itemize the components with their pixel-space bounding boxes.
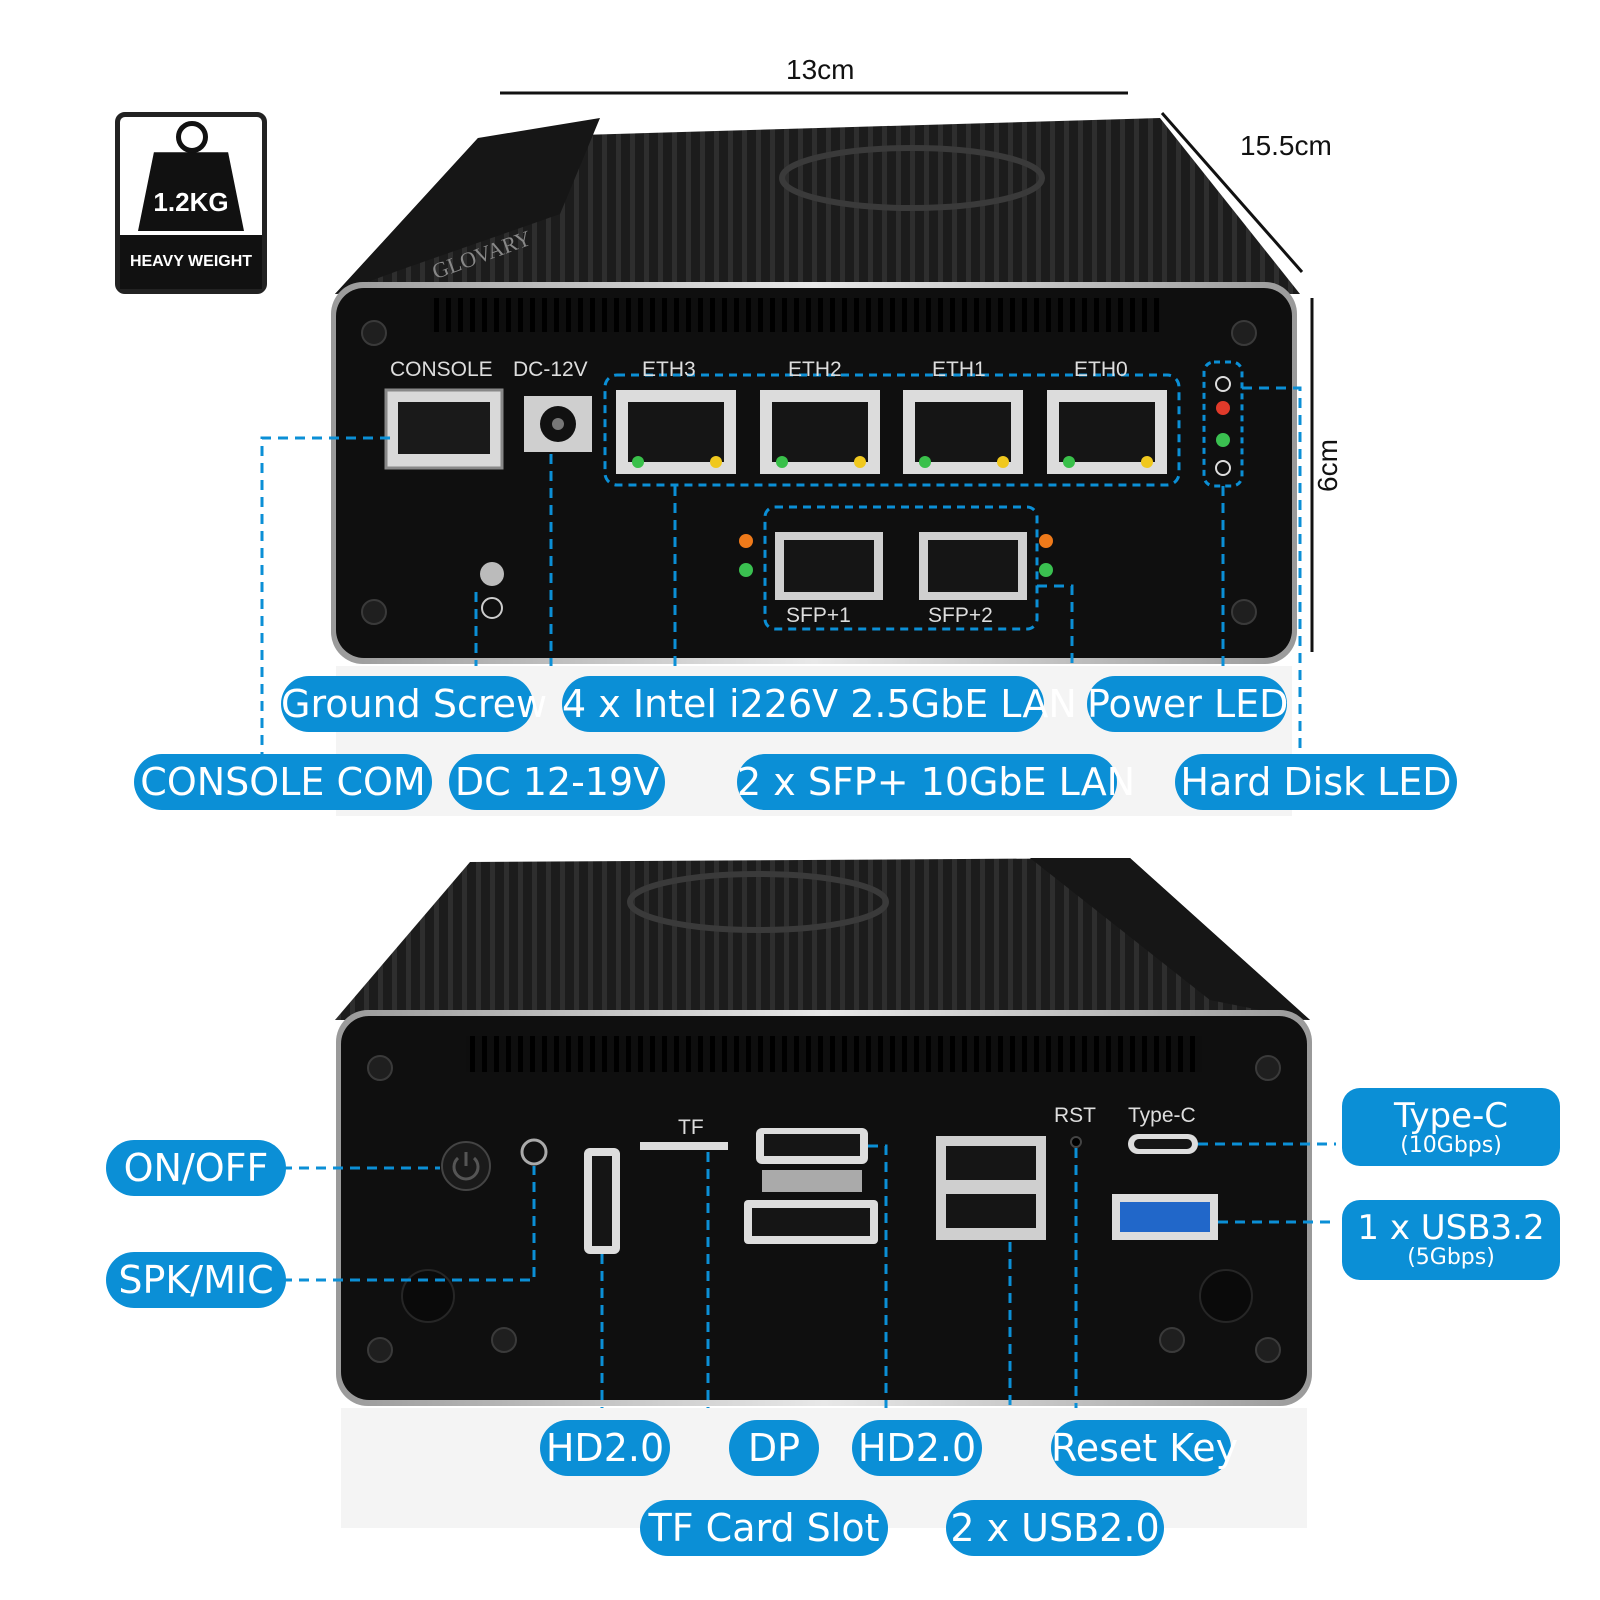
hd2-callout: HD2.0 — [852, 1420, 982, 1476]
ground-symbol-icon — [481, 597, 503, 619]
ground-screw-icon — [480, 562, 504, 586]
eth1-label: ETH1 — [932, 358, 986, 381]
usb20-callout: 2 x USB2.0 — [946, 1500, 1164, 1556]
screw-icon — [361, 320, 387, 346]
screw-icon — [1159, 1327, 1185, 1353]
eth3-label: ETH3 — [642, 358, 696, 381]
type-c-callout-speed: (10Gbps) — [1400, 1133, 1502, 1158]
ground-screw-callout: Ground Screw — [281, 676, 547, 732]
weight-value: 1.2KG — [153, 187, 229, 217]
hdd-icon — [1215, 376, 1231, 392]
audio-jack-icon — [520, 1138, 548, 1166]
front-vents — [430, 298, 1160, 332]
screw-icon — [1255, 1055, 1281, 1081]
rear-unit-top — [335, 858, 1310, 1020]
height-label: 6cm — [1312, 439, 1343, 492]
screw-icon — [491, 1327, 517, 1353]
usb32-callout: 1 x USB3.2 (5Gbps) — [1342, 1200, 1560, 1280]
hdd-led-callout: Hard Disk LED — [1175, 754, 1457, 810]
screw-icon — [1231, 320, 1257, 346]
sfp-lan-callout: 2 x SFP+ 10GbE LAN — [737, 754, 1135, 810]
front-unit — [331, 118, 1300, 664]
screw-icon — [367, 1055, 393, 1081]
type-c-label: Type-C — [1128, 1104, 1196, 1127]
fan-grille-icon — [627, 871, 889, 933]
power-led-callout: Power LED — [1087, 676, 1288, 732]
screw-icon — [1255, 1337, 1281, 1363]
tf-slot-icon — [640, 1142, 728, 1150]
width-label: 13cm — [786, 54, 855, 85]
tf-slot-callout: TF Card Slot — [640, 1500, 888, 1556]
sfp1-label: SFP+1 — [786, 604, 851, 627]
screw-icon — [1231, 599, 1257, 625]
dc-port-label: DC-12V — [513, 358, 588, 381]
spk-mic-callout: SPK/MIC — [106, 1252, 286, 1308]
rst-label: RST — [1054, 1104, 1096, 1127]
hd1-callout: HD2.0 — [540, 1420, 670, 1476]
eth0-label: ETH0 — [1074, 358, 1128, 381]
rear-unit — [335, 858, 1312, 1406]
weight-icon — [138, 152, 244, 231]
eth-ports — [616, 390, 1167, 474]
dc-input-callout: DC 12-19V — [449, 754, 665, 810]
hdd-led-icon — [1216, 401, 1230, 415]
console-port-label: CONSOLE — [390, 358, 493, 381]
screw-icon — [361, 599, 387, 625]
screw-icon — [367, 1337, 393, 1363]
depth-label: 15.5cm — [1240, 130, 1332, 161]
power-icon — [1215, 460, 1231, 476]
antenna-hole-icon — [1199, 1269, 1253, 1323]
reset-hole-icon — [1070, 1136, 1082, 1148]
type-c-callout-title: Type-C — [1393, 1096, 1509, 1136]
usb32-callout-speed: (5Gbps) — [1407, 1245, 1495, 1270]
console-com-callout: CONSOLE COM — [134, 754, 432, 810]
fan-grille-icon — [779, 145, 1045, 211]
sfp2-label: SFP+2 — [928, 604, 993, 627]
power-led-icon — [1216, 433, 1230, 447]
intel-lan-callout: 4 x Intel i226V 2.5GbE LAN — [562, 676, 1077, 732]
weight-caption: HEAVY WEIGHT — [120, 235, 262, 289]
eth2-label: ETH2 — [788, 358, 842, 381]
dp-callout: DP — [729, 1420, 819, 1476]
rear-vents — [466, 1036, 1202, 1072]
type-c-callout: Type-C (10Gbps) — [1342, 1088, 1560, 1166]
reset-key-callout: Reset Key — [1051, 1420, 1238, 1476]
weight-badge: 1.2KG HEAVY WEIGHT — [115, 112, 267, 294]
depth-dimension-line — [1160, 112, 1304, 273]
on-off-callout: ON/OFF — [106, 1140, 286, 1196]
usb32-callout-title: 1 x USB3.2 — [1357, 1208, 1545, 1248]
tf-label: TF — [678, 1116, 704, 1139]
antenna-hole-icon — [401, 1269, 455, 1323]
